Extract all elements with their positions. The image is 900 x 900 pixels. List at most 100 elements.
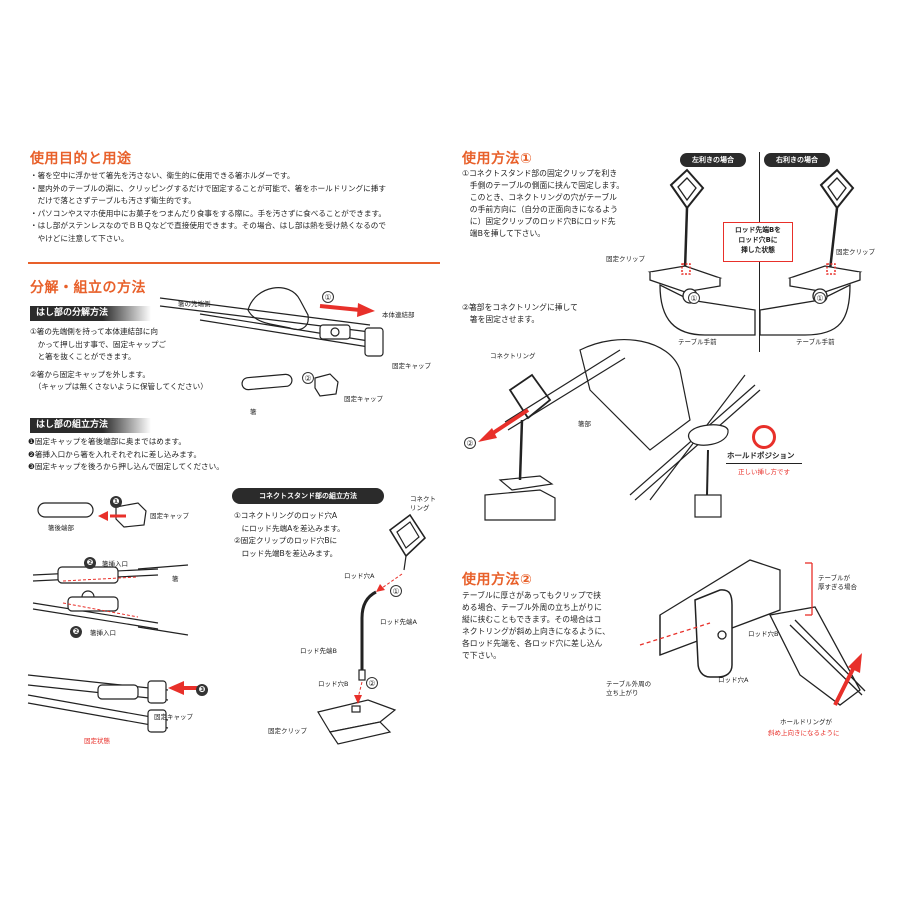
usage1-line: の手前方向に（自分の正面向きになるよう xyxy=(462,205,618,214)
label-fixing-cap: 固定キャップ xyxy=(392,362,431,370)
label-insert-port-2: 箸挿入口 xyxy=(90,629,116,637)
stand-heading: コネクトスタンド部の組立方法 xyxy=(232,488,384,504)
purpose-item: ・はし部がステンレスなのでＢＢＱなどで直接使用できます。その場合、はし部は熱を受… xyxy=(30,221,386,230)
rod-inserted-note: ロッド先端Bをロッド穴Bに挿した状態 xyxy=(723,222,793,262)
disassembly-step: ①箸の先端側を持って本体連結部に向 xyxy=(30,327,158,336)
stand-step: ②固定クリップのロッド穴Bに xyxy=(234,536,338,545)
label-fixing-clip: 固定クリップ xyxy=(268,727,307,735)
purpose-title: 使用目的と用途 xyxy=(30,151,132,167)
label-rod-tip-a: ロッド先端A xyxy=(380,618,417,626)
usage2-line: で下さい。 xyxy=(462,651,501,660)
label-rod-hole-a-2: ロッド穴A xyxy=(718,676,749,684)
label-body-joint: 本体連結部 xyxy=(382,311,415,319)
right-one-mark: ① xyxy=(814,292,826,304)
assembly-illustration xyxy=(27,502,203,733)
label-correct: 正しい挿し方です xyxy=(738,468,790,476)
label-hold-position: ホールドポジション xyxy=(727,451,795,460)
step-2-bullet-top: ❷ xyxy=(84,557,96,569)
assembly-step-text: 箸挿入口から箸を入れそれぞれに差し込みます。 xyxy=(34,449,202,459)
stand-illustration xyxy=(317,513,427,745)
label-table-front-r: テーブル手前 xyxy=(796,338,835,346)
purpose-item: やけどに注意して下さい。 xyxy=(30,233,129,243)
purpose-item: ・屋内外のテーブルの淵に、クリッピングするだけで固定することが可能で、箸をホール… xyxy=(30,183,386,193)
label-insert-port: 箸挿入口 xyxy=(102,560,128,568)
left-hand-badge: 左利きの場合 xyxy=(680,153,746,167)
stand-steps: ①コネクトリングのロッド穴A にロッド先端Aを差込みます。 ②固定クリップのロッ… xyxy=(234,510,394,560)
label-fixing-cap-a: 固定キャップ xyxy=(150,512,189,520)
disassembly-step: （キャップは無くさないように保管してください） xyxy=(30,382,208,391)
label-fixing-cap-2: 固定キャップ xyxy=(344,395,383,403)
usage2-line: 各ロッド先端を、各ロッド穴に差し込ん xyxy=(462,639,603,648)
assembly-steps: ❶固定キャップを箸後端部に奥まではめます。 ❷箸挿入口から箸を入れそれぞれに差し… xyxy=(28,436,288,474)
label-connect-ring: コネクトリング xyxy=(410,495,436,512)
usage1-step2: ②箸部をコネクトリングに挿して 箸を固定させます。 xyxy=(462,302,642,326)
usage1-line: このとき、コネクトリングの穴がテーブル xyxy=(462,193,617,202)
label-rod-hole-a: ロッド穴A xyxy=(344,572,375,580)
right-hand-badge: 右利きの場合 xyxy=(764,153,830,167)
disassembly-illustration xyxy=(159,287,384,397)
bullet-three: ❸ xyxy=(28,462,35,471)
usage2-text: テーブルに厚さがあってもクリップで挟 める場合、テーブル外周の立ち上がりに 縦に… xyxy=(462,590,642,662)
usage2-title: 使用方法② xyxy=(462,572,533,588)
purpose-item: ・パソコンやスマホ使用中にお菓子をつまんだり食事をする際に。手を汚さずに食べるこ… xyxy=(30,208,386,218)
bullet-one: ❶ xyxy=(28,437,35,446)
label-diagonal: 斜め上向きになるように xyxy=(768,729,840,737)
step-1-bullet: ❶ xyxy=(110,496,122,508)
label-rod-hole-b-2: ロッド穴B xyxy=(748,630,779,638)
disassembly-step: と箸を抜くことができます。 xyxy=(30,352,136,361)
stand-step-one-mark: ① xyxy=(390,585,402,597)
disassembly-step: かって押し出す事で、固定キャップご xyxy=(30,339,167,349)
label-chopstick-part: 箸部 xyxy=(578,420,591,428)
disassembly-heading: はし部の分解方法 xyxy=(30,306,151,321)
disassembly-step: ②箸から固定キャップを外します。 xyxy=(30,369,150,379)
label-connect-ring-2: コネクトリング xyxy=(490,352,536,360)
step-two-mark: ② xyxy=(302,372,314,384)
usage2-line: テーブルに厚さがあってもクリップで挟 xyxy=(462,591,602,600)
label-rod-tip-b: ロッド先端B xyxy=(300,647,337,655)
usage1-line: ②箸部をコネクトリングに挿して xyxy=(462,303,578,312)
stand-step-two-mark: ② xyxy=(366,677,378,689)
assembly-step: ❶固定キャップを箸後端部に奥まではめます。 xyxy=(28,436,288,449)
purpose-item: ・箸を空中に浮かせて箸先を汚さない、衛生的に使用できる箸ホルダーです。 xyxy=(30,171,295,180)
label-fixing-cap-c: 固定キャップ xyxy=(154,713,193,721)
label-rod-hole-b: ロッド穴B xyxy=(318,680,349,688)
clip-table-illustration xyxy=(647,168,863,336)
usage2-line: める場合、テーブル外周の立ち上がりに xyxy=(462,603,602,612)
label-clip-right: 固定クリップ xyxy=(836,248,875,256)
usage2-line: 縦に挟むこともできます。その場合はコ xyxy=(462,615,602,624)
label-chopstick-b: 箸 xyxy=(172,575,179,583)
label-tip-side: 箸の先端側 xyxy=(178,300,211,308)
purpose-item: だけで落とさずテーブルも汚さず衛生的です。 xyxy=(30,196,196,205)
section-divider xyxy=(28,262,440,264)
label-table-rim: テーブル外周の立ち上がり xyxy=(606,680,652,697)
ok-circle xyxy=(752,425,776,449)
disassembly-steps: ①箸の先端側を持って本体連結部に向 かって押し出す事で、固定キャップご と箸を抜… xyxy=(30,326,240,394)
label-chopstick: 箸 xyxy=(250,408,257,416)
usage1-line: 端Bを挿して下さい。 xyxy=(462,229,546,238)
assembly-step: ❷箸挿入口から箸を入れそれぞれに差し込みます。 xyxy=(28,449,288,462)
step-2-bullet-bottom: ❷ xyxy=(70,626,82,638)
stand-step: ①コネクトリングのロッド穴A xyxy=(234,511,338,520)
usage1-line: に）固定クリップのロッド穴Bにロッド先 xyxy=(462,217,616,226)
usage1-line: 箸を固定させます。 xyxy=(462,315,540,324)
hold-underline xyxy=(726,463,802,464)
usage2-line: ネクトリングが斜め上向きになるように、 xyxy=(462,627,610,636)
label-clip-left: 固定クリップ xyxy=(606,255,645,263)
insertion-illustration xyxy=(478,339,761,521)
usage1-two-mark: ② xyxy=(464,437,476,449)
purpose-list: ・箸を空中に浮かせて箸先を汚さない、衛生的に使用できる箸ホルダーです。 ・屋内外… xyxy=(30,170,440,245)
stand-step: にロッド先端Aを差込みます。 xyxy=(234,523,345,533)
assembly-step-text: 固定キャップを箸後端部に奥まではめます。 xyxy=(34,437,186,446)
label-table-front-l: テーブル手前 xyxy=(678,338,717,346)
assembly-title: 分解・組立の方法 xyxy=(30,280,146,296)
label-rear-end: 箸後端部 xyxy=(48,524,74,532)
stand-step: ロッド先端Bを差込みます。 xyxy=(234,548,338,558)
step-3-bullet: ❸ xyxy=(196,684,208,696)
usage1-title: 使用方法① xyxy=(462,151,533,167)
assembly-heading: はし部の組立方法 xyxy=(30,418,151,433)
bullet-two: ❷ xyxy=(28,449,35,459)
label-fixed-state: 固定状態 xyxy=(84,737,110,745)
step-one-mark: ① xyxy=(322,291,334,303)
assembly-step: ❸固定キャップを後ろから押し込んで固定してください。 xyxy=(28,461,288,474)
usage1-step1: ①コネクトスタンド部の固定クリップを利き 手側のテーブルの側面に挟んで固定します… xyxy=(462,168,667,240)
